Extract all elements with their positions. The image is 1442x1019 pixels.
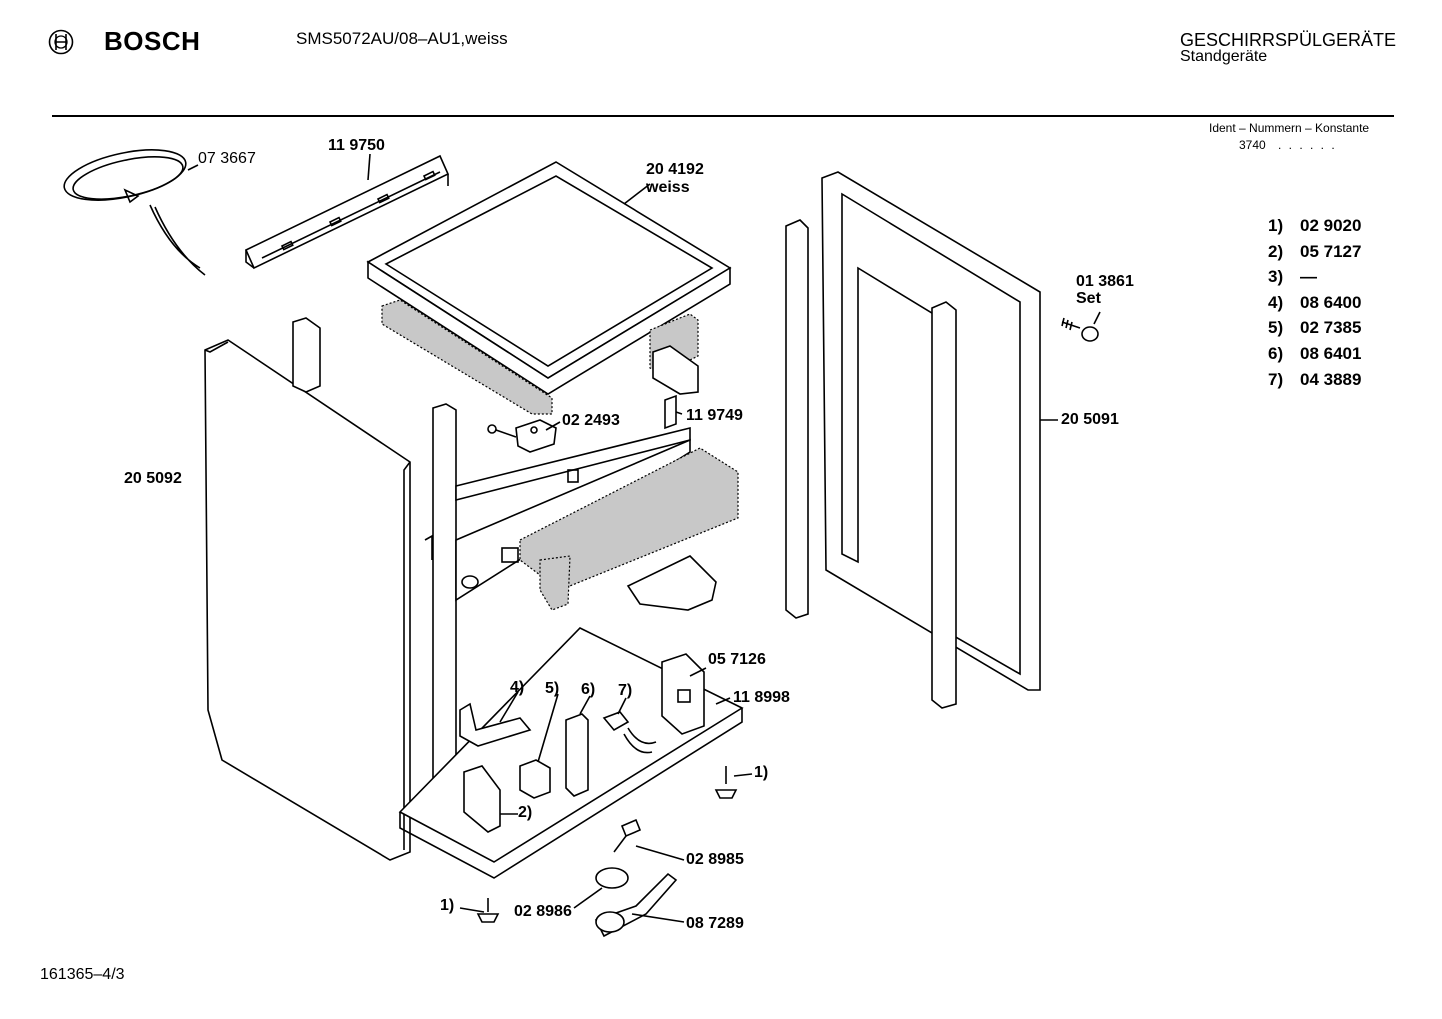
part-2-callout: 2) xyxy=(518,804,533,821)
variant-row: 6) 08 6401 xyxy=(1268,344,1361,364)
left-side-panel-part-number: 20 5092 xyxy=(124,470,182,487)
category-title: GESCHIRRSPÜLGERÄTE xyxy=(1180,30,1397,50)
lever-part-number: 08 7289 xyxy=(686,915,744,932)
variant-key: 1) xyxy=(1268,216,1284,235)
variant-row: 1) 02 9020 xyxy=(1268,216,1361,236)
part-5-callout: 5) xyxy=(545,680,560,697)
category-subtitle: Standgeräte xyxy=(1180,48,1268,65)
variant-value: 02 9020 xyxy=(1300,216,1362,235)
foot-left-drawing xyxy=(476,898,500,923)
foot-right-callout: 1) xyxy=(754,764,769,781)
cap-drawing xyxy=(595,867,629,889)
drawing-number: 161365–4/3 xyxy=(40,966,125,983)
variant-key: 4) xyxy=(1268,293,1284,312)
screw-set-part-number: 01 3861 xyxy=(1076,273,1134,290)
part-6-callout: 6) xyxy=(581,681,596,698)
leader-lines xyxy=(367,153,1101,923)
variant-row: 3) — xyxy=(1268,267,1317,287)
variant-row: 2) 05 7127 xyxy=(1268,242,1361,262)
ident-dots: . . . . . . xyxy=(1278,138,1337,152)
variant-key: 5) xyxy=(1268,318,1284,337)
cap-part-number: 02 8986 xyxy=(514,903,572,920)
variant-row: 5) 02 7385 xyxy=(1268,318,1361,338)
small-parts-drawing xyxy=(459,702,657,833)
bosch-logo-icon xyxy=(48,29,74,55)
top-panel-color: weiss xyxy=(646,179,690,196)
rail-part-number: 11 9750 xyxy=(328,137,385,154)
top-panel-part-number: 20 4192 xyxy=(646,161,704,178)
part-7-callout: 7) xyxy=(618,682,633,699)
variant-row: 4) 08 6400 xyxy=(1268,293,1361,313)
part-7-drawing xyxy=(602,711,657,754)
variant-value: 08 6400 xyxy=(1300,293,1362,312)
foot-left-callout: 1) xyxy=(440,897,455,914)
variant-value: 02 7385 xyxy=(1300,318,1362,337)
cable-part-number: 07 3667 xyxy=(198,150,256,167)
front-frame-drawing xyxy=(292,317,457,803)
variant-value: 05 7127 xyxy=(1300,242,1362,261)
mains-cable-drawing xyxy=(63,149,206,276)
clip-drawing xyxy=(487,419,557,453)
variant-value: 08 6401 xyxy=(1300,344,1362,363)
foot-right-drawing xyxy=(714,766,738,799)
ident-label: Ident – Nummern – Konstante xyxy=(1209,121,1370,135)
variant-row: 7) 04 3889 xyxy=(1268,370,1361,390)
variant-key: 3) xyxy=(1268,267,1284,286)
base-part-number: 11 8998 xyxy=(733,689,790,706)
screw-set-note: Set xyxy=(1076,290,1101,307)
ident-value: 3740 xyxy=(1239,138,1266,152)
variant-key: 7) xyxy=(1268,370,1284,389)
right-side-panel-part-number: 20 5091 xyxy=(1061,411,1119,428)
lever-drawing xyxy=(594,872,678,938)
variant-key: 6) xyxy=(1268,344,1284,363)
part-2-drawing xyxy=(463,765,501,833)
part-4-drawing xyxy=(459,702,532,747)
variant-key: 2) xyxy=(1268,242,1284,261)
part-5-drawing xyxy=(519,759,551,799)
switch-drawing xyxy=(613,818,642,853)
switch-part-number: 02 8985 xyxy=(686,851,744,868)
model-number: SMS5072AU/08–AU1,weiss xyxy=(296,29,508,48)
bracket-drawing xyxy=(664,394,677,430)
tub-assembly-drawing xyxy=(455,426,739,611)
variant-value: 04 3889 xyxy=(1300,370,1362,389)
holder-part-number: 05 7126 xyxy=(708,651,766,668)
brand-name: BOSCH xyxy=(104,26,201,56)
left-side-panel-drawing xyxy=(204,339,411,861)
variant-value: — xyxy=(1300,267,1317,286)
screw-set-drawing xyxy=(1061,317,1099,342)
right-side-panel-drawing xyxy=(785,171,1041,709)
clip-part-number: 02 2493 xyxy=(562,412,620,429)
top-panel-drawing xyxy=(366,161,732,415)
part-4-callout: 4) xyxy=(510,679,525,696)
rail-drawing xyxy=(244,154,450,270)
part-6-drawing xyxy=(565,713,589,797)
header-divider xyxy=(52,115,1394,117)
bracket-part-number: 11 9749 xyxy=(686,407,743,424)
